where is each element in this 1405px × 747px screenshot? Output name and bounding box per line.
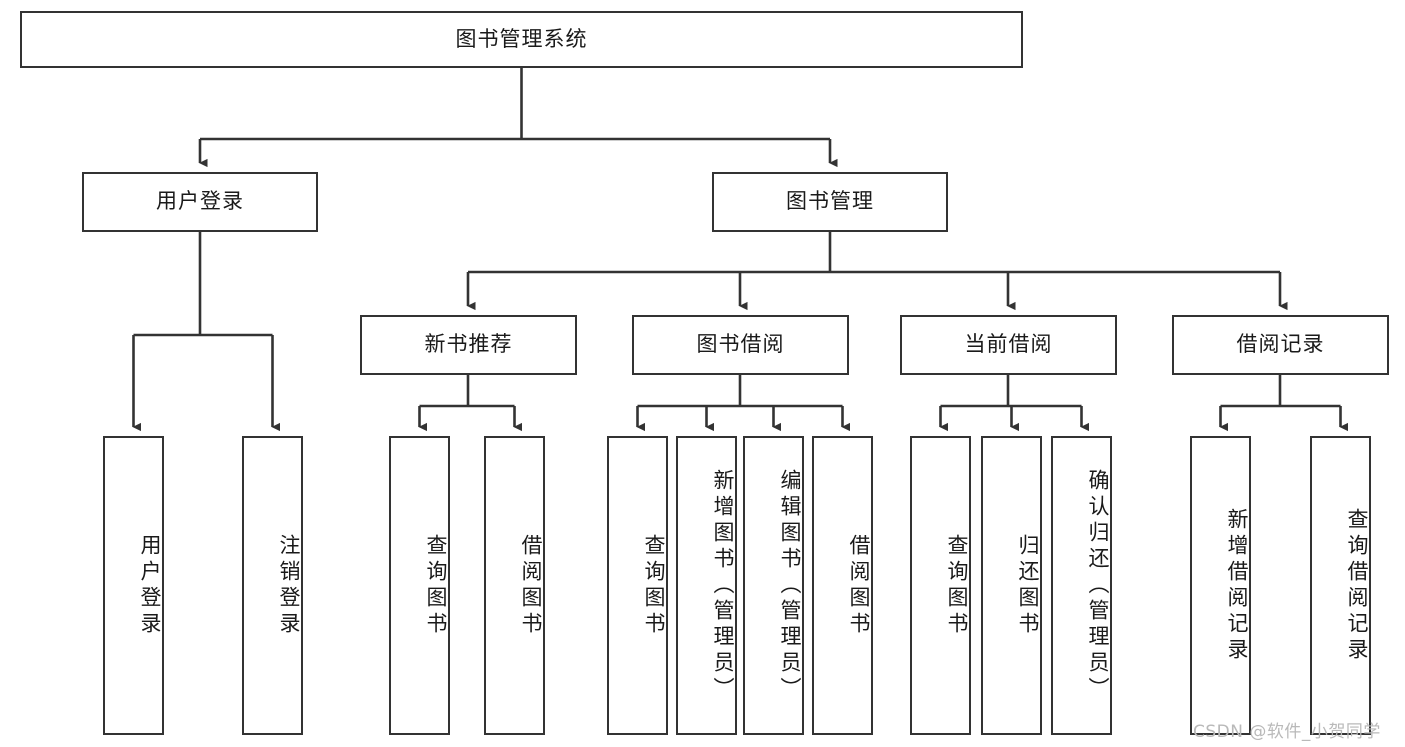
node-leaf-edit-book[interactable]: 编辑图书（管理员） <box>743 436 804 735</box>
node-leaf-query-book-2[interactable]: 查询图书 <box>607 436 668 735</box>
node-leaf-borrow-book-1[interactable]: 借阅图书 <box>484 436 545 735</box>
node-leaf-query-borrow-record[interactable]: 查询借阅记录 <box>1310 436 1371 735</box>
node-leaf-query-book-3[interactable]: 查询图书 <box>910 436 971 735</box>
node-borrow-record[interactable]: 借阅记录 <box>1172 315 1389 375</box>
node-leaf-return-book-label: 归还图书 <box>1016 533 1040 638</box>
node-leaf-query-book-1-label: 查询图书 <box>424 533 448 638</box>
watermark: CSDN @软件_小贺同学 <box>1193 722 1381 742</box>
node-leaf-return-book[interactable]: 归还图书 <box>981 436 1042 735</box>
node-leaf-add-borrow-record-label: 新增借阅记录 <box>1225 507 1249 664</box>
node-leaf-query-book-2-label: 查询图书 <box>642 533 666 638</box>
node-root-label: 图书管理系统 <box>455 26 588 51</box>
node-leaf-add-book[interactable]: 新增图书（管理员） <box>676 436 737 735</box>
node-new-book-recommendation[interactable]: 新书推荐 <box>360 315 577 375</box>
node-leaf-add-borrow-record[interactable]: 新增借阅记录 <box>1190 436 1251 735</box>
node-root[interactable]: 图书管理系统 <box>20 11 1023 68</box>
node-user-login-label: 用户登录 <box>156 189 244 214</box>
node-leaf-borrow-book-2-label: 借阅图书 <box>847 533 871 638</box>
node-leaf-borrow-book-2[interactable]: 借阅图书 <box>812 436 873 735</box>
node-book-management-label: 图书管理 <box>786 189 874 214</box>
node-leaf-edit-book-label: 编辑图书（管理员） <box>778 468 802 703</box>
node-borrow-record-label: 借阅记录 <box>1236 332 1325 357</box>
node-leaf-borrow-book-1-label: 借阅图书 <box>519 533 543 638</box>
node-new-book-recommendation-label: 新书推荐 <box>424 332 513 357</box>
node-leaf-query-book-1[interactable]: 查询图书 <box>389 436 450 735</box>
node-leaf-logout-label: 注销登录 <box>277 533 301 638</box>
node-leaf-user-login-label: 用户登录 <box>138 533 162 638</box>
node-book-management[interactable]: 图书管理 <box>712 172 948 232</box>
node-leaf-add-book-label: 新增图书（管理员） <box>711 468 735 703</box>
node-book-borrow-label: 图书借阅 <box>696 332 785 357</box>
node-leaf-confirm-return[interactable]: 确认归还（管理员） <box>1051 436 1112 735</box>
node-leaf-logout[interactable]: 注销登录 <box>242 436 303 735</box>
node-leaf-query-borrow-record-label: 查询借阅记录 <box>1345 507 1369 664</box>
node-user-login[interactable]: 用户登录 <box>82 172 318 232</box>
node-current-borrow[interactable]: 当前借阅 <box>900 315 1117 375</box>
node-leaf-user-login[interactable]: 用户登录 <box>103 436 164 735</box>
node-leaf-confirm-return-label: 确认归还（管理员） <box>1086 468 1110 703</box>
node-book-borrow[interactable]: 图书借阅 <box>632 315 849 375</box>
node-leaf-query-book-3-label: 查询图书 <box>945 533 969 638</box>
node-current-borrow-label: 当前借阅 <box>964 332 1053 357</box>
